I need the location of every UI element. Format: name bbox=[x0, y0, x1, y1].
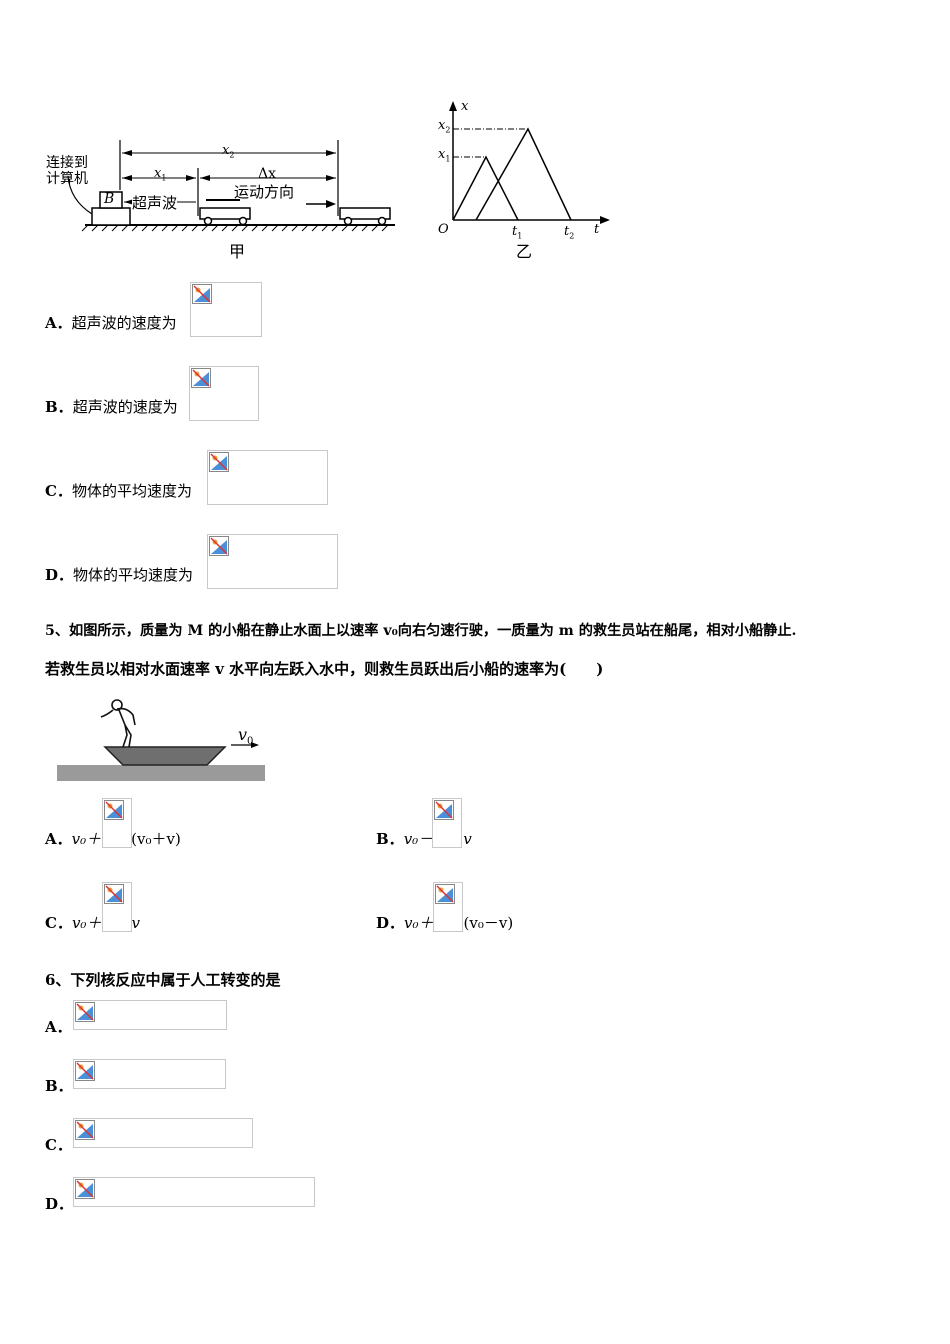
connect-label-line-2: 计算机 bbox=[46, 171, 88, 187]
broken-image-icon bbox=[102, 798, 132, 848]
q6-option-c[interactable]: C． bbox=[45, 1134, 72, 1155]
option-letter: B． bbox=[376, 830, 404, 848]
broken-image-icon bbox=[432, 798, 462, 848]
connect-label-line-1: 连接到 bbox=[46, 155, 88, 171]
option-letter: B． bbox=[45, 398, 73, 416]
broken-image-icon bbox=[433, 882, 463, 932]
graph-t2-label: t2 bbox=[564, 224, 575, 241]
broken-image-icon bbox=[102, 882, 132, 932]
option-post: v bbox=[131, 914, 140, 932]
q6-option-d[interactable]: D． bbox=[45, 1193, 73, 1214]
option-text: 物体的平均速度为 bbox=[73, 566, 194, 584]
q6-stem: 6、下列核反应中属于人工转变的是 bbox=[45, 971, 281, 989]
q4-option-a[interactable]: A．超声波的速度为 bbox=[45, 312, 177, 333]
box-b-label: B bbox=[104, 191, 115, 207]
graph-t1-label: t1 bbox=[512, 224, 523, 241]
q6-option-a[interactable]: A． bbox=[45, 1016, 72, 1037]
wave-label: 超声波 bbox=[132, 192, 178, 213]
option-letter: A． bbox=[45, 314, 72, 332]
option-letter: B． bbox=[45, 1077, 73, 1095]
broken-image-icon bbox=[189, 366, 259, 421]
boat-figure bbox=[57, 699, 265, 781]
option-letter: D． bbox=[45, 566, 74, 584]
figure-jia bbox=[67, 140, 395, 232]
option-text: 超声波的速度为 bbox=[72, 398, 178, 416]
option-post: (v₀－v) bbox=[463, 914, 514, 932]
option-letter: D． bbox=[45, 1195, 74, 1213]
water-surface bbox=[57, 765, 265, 781]
broken-image-icon bbox=[73, 1118, 253, 1148]
graph-x-axis-label: x bbox=[461, 99, 469, 114]
graph-t-axis-label: t bbox=[594, 222, 600, 237]
option-letter: C． bbox=[45, 914, 72, 932]
connect-label: 连接到 计算机 bbox=[46, 155, 88, 187]
option-letter: A． bbox=[45, 830, 72, 848]
trace-1 bbox=[452, 155, 519, 221]
option-pre: v₀＋ bbox=[404, 914, 434, 932]
q5-option-c[interactable]: C．v₀＋ v bbox=[45, 912, 140, 933]
q5-option-b[interactable]: B．v₀－ v bbox=[376, 828, 472, 849]
caption-yi: 乙 bbox=[516, 242, 533, 261]
q5-option-d[interactable]: D．v₀＋ (v₀－v) bbox=[376, 912, 513, 933]
graph-x1-label: x1 bbox=[438, 147, 451, 164]
option-text: 物体的平均速度为 bbox=[71, 482, 192, 500]
option-letter: C． bbox=[45, 1136, 72, 1154]
v0-label: v0 bbox=[238, 725, 254, 748]
broken-image-icon bbox=[73, 1059, 226, 1089]
broken-image-icon bbox=[207, 450, 328, 505]
broken-image-icon bbox=[73, 1000, 227, 1030]
option-text: 超声波的速度为 bbox=[71, 314, 177, 332]
broken-image-icon bbox=[73, 1177, 315, 1207]
figure-yi-graph bbox=[449, 101, 610, 224]
q5-option-a[interactable]: A．v₀＋ (v₀＋v) bbox=[45, 828, 181, 849]
q5-stem-line2: 若救生员以相对水面速率 v 水平向左跃入水中，则救生员跃出后小船的速率为( ) bbox=[45, 660, 604, 678]
caption-jia: 甲 bbox=[229, 242, 246, 261]
option-post: v bbox=[463, 830, 472, 848]
option-letter: C． bbox=[45, 482, 72, 500]
broken-image-icon bbox=[207, 534, 338, 589]
option-pre: v₀－ bbox=[403, 830, 434, 848]
graph-x2-label: x2 bbox=[438, 118, 451, 135]
motion-label: 运动方向 bbox=[234, 183, 295, 201]
q4-option-b[interactable]: B．超声波的速度为 bbox=[45, 396, 178, 417]
x2-label: x2 bbox=[222, 143, 235, 160]
q4-option-c[interactable]: C．物体的平均速度为 bbox=[45, 480, 192, 501]
option-post: (v₀＋v) bbox=[131, 830, 181, 848]
lifeguard bbox=[100, 699, 136, 748]
broken-image-icon bbox=[190, 282, 262, 337]
x1-label: x1 bbox=[154, 166, 167, 183]
q4-option-d[interactable]: D．物体的平均速度为 bbox=[45, 564, 193, 585]
boat-hull bbox=[103, 746, 227, 766]
graph-origin-label: O bbox=[438, 222, 449, 237]
q6-option-b[interactable]: B． bbox=[45, 1075, 73, 1096]
option-letter: D． bbox=[376, 914, 405, 932]
option-letter: A． bbox=[45, 1018, 72, 1036]
option-pre: v₀＋ bbox=[71, 830, 102, 848]
trace-2 bbox=[475, 127, 572, 221]
q5-stem-line1: 5、如图所示，质量为 M 的小船在静止水面上以速率 v₀向右匀速行驶，一质量为 … bbox=[45, 623, 797, 639]
option-pre: v₀＋ bbox=[71, 914, 102, 932]
dx-label: Δx bbox=[258, 166, 277, 182]
